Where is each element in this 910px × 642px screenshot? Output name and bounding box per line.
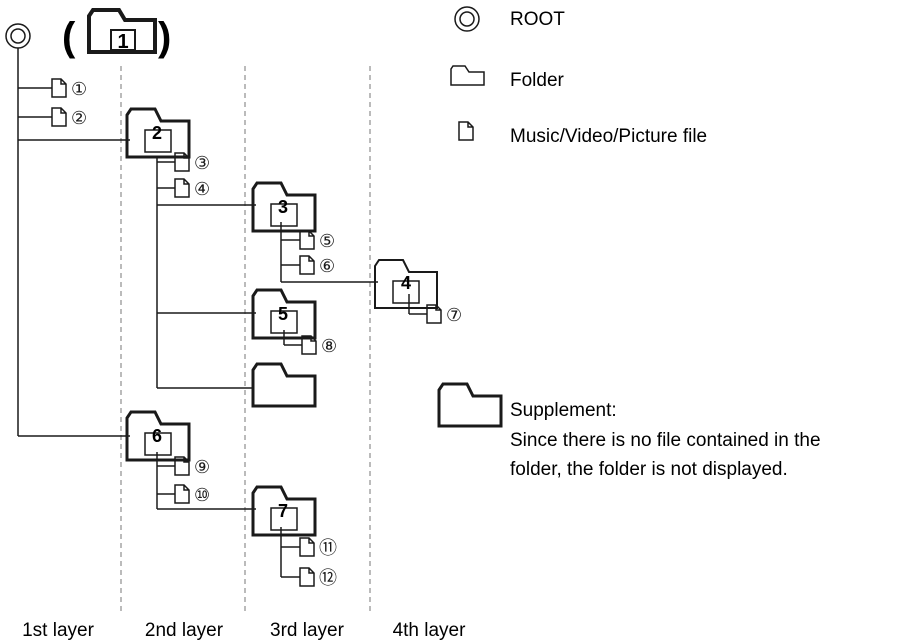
layer-label-2: 2nd layer <box>145 620 224 641</box>
file-number-label: ⑫ <box>319 568 337 589</box>
supplement-title: Supplement: <box>510 400 617 421</box>
layer-label-4: 4th layer <box>393 620 467 641</box>
folder-1-icon <box>87 8 157 54</box>
file-number-label: ⑥ <box>319 256 335 277</box>
layer-label-3: 3rd layer <box>270 620 345 641</box>
paren-close: ) <box>158 15 171 59</box>
supplement-line-2: folder, the folder is not displayed. <box>510 459 788 480</box>
folder-2-label: 2 <box>152 123 162 143</box>
file-icon <box>174 152 190 172</box>
tree-connectors <box>17 48 427 578</box>
root-icon <box>5 23 31 49</box>
file-icon <box>299 537 315 557</box>
folder-2-icon <box>125 107 191 159</box>
file-number-label: ⑧ <box>321 336 337 357</box>
file-icon <box>51 107 67 127</box>
legend-file-icon <box>458 121 474 141</box>
file-icon <box>299 567 315 587</box>
layer-label-1: 1st layer <box>22 620 94 641</box>
file-icon <box>299 255 315 275</box>
folder-3-label: 3 <box>278 197 288 217</box>
folder-7-label: 7 <box>278 501 288 521</box>
legend-folder-label: Folder <box>510 70 565 91</box>
file-icon <box>301 335 317 355</box>
folder-4-icon <box>374 259 438 309</box>
folder-6-label: 6 <box>152 426 162 446</box>
file-number-label: ② <box>71 108 87 129</box>
file-icon <box>174 178 190 198</box>
supplement-folder-icon <box>437 382 503 428</box>
folder-6-icon <box>125 410 191 462</box>
file-icon <box>51 78 67 98</box>
folder-3-icon <box>251 181 317 233</box>
empty-folder-icon <box>251 362 317 408</box>
folder-4-label: 4 <box>401 273 411 293</box>
file-number-label: ⑤ <box>319 231 335 252</box>
file-number-label: ⑩ <box>194 485 210 506</box>
file-number-label: ① <box>71 79 87 100</box>
legend-root-label: ROOT <box>510 9 565 30</box>
file-number-label: ⑪ <box>319 538 337 559</box>
file-list: ① ② ③ ④ ⑤ ⑥ ⑦ ⑧ ⑨ ⑩ ⑪ ⑫ <box>51 78 462 589</box>
paren-open: ( <box>62 15 76 59</box>
legend-file-label: Music/Video/Picture file <box>510 126 707 147</box>
folder-7-icon <box>251 485 317 537</box>
folder-5-label: 5 <box>278 304 288 324</box>
legend-folder-icon <box>450 65 485 86</box>
layer-separators <box>120 66 371 612</box>
file-icon <box>299 230 315 250</box>
file-number-label: ⑨ <box>194 457 210 478</box>
folder-5-icon <box>251 288 317 340</box>
file-number-label: ④ <box>194 179 210 200</box>
supplement-line-1: Since there is no file contained in the <box>510 430 821 451</box>
file-number-label: ⑦ <box>446 305 462 326</box>
legend-root-icon <box>454 6 480 32</box>
file-icon <box>426 304 442 324</box>
file-number-label: ③ <box>194 153 210 174</box>
folder-1-label: 1 <box>117 31 128 53</box>
file-icon <box>174 484 190 504</box>
file-icon <box>174 456 190 476</box>
